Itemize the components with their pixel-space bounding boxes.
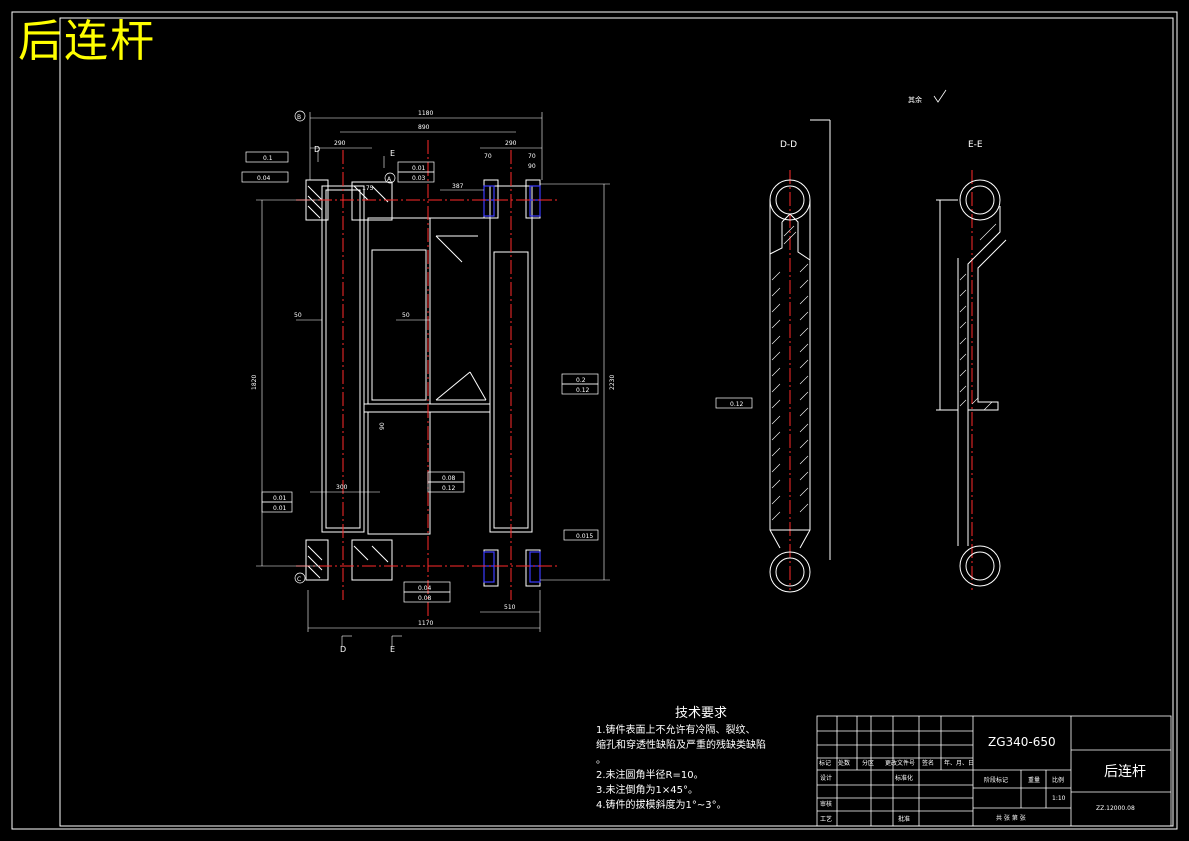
- dim-d2: 387: [452, 183, 464, 190]
- outer-frame: [11, 11, 1178, 830]
- tb-sheets: 共 张 第 张: [996, 814, 1026, 822]
- dim-top-overall: 1180: [418, 110, 433, 117]
- tb-stage-mark: 阶段标记: [984, 776, 1008, 784]
- tb-scale-value: 1:10: [1052, 795, 1066, 802]
- section-ee-view: [936, 179, 1007, 587]
- center-lines: [296, 140, 973, 620]
- tb-row-process: 工艺: [820, 815, 832, 823]
- tolerance-frames: [241, 110, 753, 603]
- dim-top-r3: 90: [528, 163, 536, 170]
- dim-top-r1: 70: [484, 153, 492, 160]
- tech-item: 。: [596, 755, 606, 766]
- tb-weight: 重量: [1028, 776, 1040, 784]
- tech-requirements: 技术要求 1.铸件表面上不允许有冷隔、裂纹、 缩孔和穿透性缺陷及严重的残缺类缺陷…: [596, 706, 796, 813]
- surface-note: 其余: [908, 95, 922, 104]
- dim-bottom-right: 510: [504, 604, 516, 611]
- dim-web1: 50: [294, 312, 302, 319]
- tb-col-count: 处数: [838, 759, 850, 767]
- tb-row-approve: 批准: [898, 815, 910, 823]
- dim-bottom-overall: 1170: [418, 620, 433, 627]
- dim-top-inner: 890: [418, 124, 430, 131]
- tol-br1: 0.015: [576, 533, 593, 540]
- section-dd-label: D-D: [780, 140, 797, 150]
- tol-m1: 0.08: [442, 475, 456, 482]
- tech-item: 4.铸件的拔模斜度为1°~3°。: [596, 800, 727, 811]
- drawing-title: 后连杆: [18, 16, 156, 67]
- datum-a: A: [387, 176, 392, 183]
- dim-top-right: 290: [505, 140, 517, 147]
- tol-tc1: 0.01: [412, 165, 426, 172]
- dim-web2: 50: [402, 312, 410, 319]
- datum-c: C: [297, 576, 301, 583]
- cut-label-e-top: E: [390, 149, 395, 158]
- tb-scale: 比例: [1052, 776, 1064, 784]
- front-dimensions: [256, 112, 610, 646]
- section-ee-label: E-E: [968, 140, 983, 150]
- tb-part-name: 后连杆: [1104, 764, 1146, 780]
- cut-label-d-bottom: D: [340, 645, 346, 654]
- tol-bc2: 0.08: [418, 595, 432, 602]
- surface-roughness-symbol: [933, 89, 947, 103]
- tech-item: 缩孔和穿透性缺陷及严重的残缺类缺陷: [596, 740, 766, 751]
- title-block-grid: [816, 715, 1172, 827]
- tb-col-doc: 更改文件号: [885, 759, 915, 767]
- tech-item: 2.未注圆角半径R=10。: [596, 770, 704, 781]
- tb-drawing-number: ZZ.12000.08: [1096, 805, 1135, 812]
- dim-right-height: 2230: [609, 375, 616, 390]
- tech-item: 1.铸件表面上不允许有冷隔、裂纹、: [596, 725, 756, 736]
- tol-bc1: 0.04: [418, 585, 432, 592]
- tol-bl1: 0.01: [273, 495, 287, 502]
- inner-frame: [59, 17, 1174, 827]
- tb-row-std: 标准化: [895, 774, 913, 782]
- tb-material: ZG340-650: [988, 735, 1056, 749]
- dim-d1: 300: [336, 484, 348, 491]
- cut-label-e-bottom: E: [390, 645, 395, 654]
- tol-tl2: 0.04: [257, 175, 271, 182]
- tb-col-mark: 标记: [819, 759, 831, 767]
- tech-heading: 技术要求: [674, 706, 727, 721]
- tol-bl2: 0.01: [273, 505, 287, 512]
- dim-d3: 175: [362, 185, 374, 192]
- dim-left-height: 1820: [251, 375, 258, 390]
- dim-top-r2: 70: [528, 153, 536, 160]
- tb-col-zone: 分区: [862, 759, 874, 767]
- tol-r2: 0.12: [576, 387, 590, 394]
- cut-label-d-top: D: [314, 145, 320, 154]
- front-view: [305, 179, 541, 587]
- section-dd-view: [769, 119, 831, 593]
- tol-m2: 0.12: [442, 485, 456, 492]
- tb-row-design: 设计: [820, 774, 832, 782]
- section-dd-hatch: [771, 225, 809, 521]
- tech-item: 3.未注倒角为1×45°。: [596, 785, 699, 796]
- tb-col-sign: 签名: [922, 759, 934, 767]
- datum-b: B: [297, 114, 301, 121]
- dim-mid: 90: [379, 422, 386, 430]
- dim-top-left: 290: [334, 140, 346, 147]
- section-ee-hatch: [959, 223, 1001, 411]
- tol-dd1: 0.12: [730, 401, 744, 408]
- tb-row-review: 审核: [820, 800, 832, 808]
- tol-tl1: 0.1: [263, 155, 273, 162]
- tol-tc2: 0.03: [412, 175, 426, 182]
- tol-r1: 0.2: [576, 377, 586, 384]
- tb-col-date: 年、月、日: [944, 759, 974, 767]
